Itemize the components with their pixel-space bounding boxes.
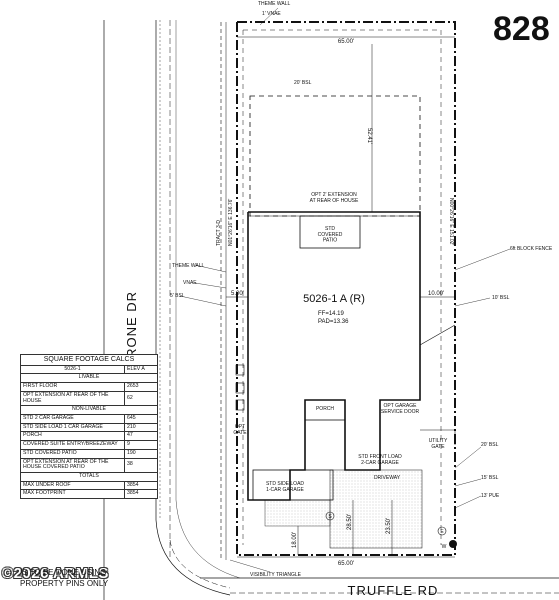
- lot-boundary: [220, 21, 456, 560]
- sqft-row-value: 47: [124, 431, 158, 442]
- sqft-row-value: 3854: [124, 489, 158, 500]
- tract-label: TRACT 3-D: [216, 220, 222, 246]
- sqft-row-value: 210: [124, 422, 158, 433]
- gate-line: [420, 429, 456, 445]
- driveway-area: [329, 469, 423, 549]
- dim-top-width: 65.00': [338, 39, 354, 45]
- dim-d3: 18.00': [292, 532, 298, 548]
- sqft-row-label: STD SIDE LOAD 1 CAR GARAGE: [20, 422, 125, 433]
- dim-right-offset: 10.00': [428, 291, 444, 297]
- dim-d2: 23.50': [386, 518, 392, 534]
- sqft-section-heading: NON-LIVABLE: [20, 405, 158, 415]
- electric-symbol: E: [440, 529, 444, 535]
- sqft-row-label: STD COVERED PATIO: [20, 448, 125, 459]
- front-bsl-label: 15' BSL: [481, 475, 499, 481]
- sqft-row: OPT EXTENSION AT REAR OF THE HOUSE COVER…: [20, 457, 158, 474]
- bearing-left-label: N01°26'16" E 136.76': [228, 199, 234, 246]
- bearing-right-label: N00°26'16" E 151.02': [448, 198, 454, 245]
- sqft-row-value: 2653: [124, 382, 158, 392]
- rear-setback-label: 52.41': [366, 128, 372, 144]
- sqft-row-label: MAX UNDER ROOF: [20, 480, 125, 491]
- dim-left-offset: 5.00': [231, 291, 244, 297]
- pad-elevation: PAD=13.36: [318, 319, 349, 325]
- theme-wall-side-label: THEME WALL: [172, 263, 205, 269]
- copyright-watermark: ©2026 ARMLS: [2, 565, 109, 582]
- dim-d1: 28.50': [347, 514, 353, 530]
- sqft-section-heading: LIVABLE: [20, 373, 158, 384]
- sqft-row-label: PORCH: [20, 431, 125, 442]
- porch-label: PORCH: [316, 406, 334, 412]
- sqft-row-label: COVERED SUITE ENTRY/BREEZEWAY: [20, 440, 125, 450]
- vnae-side-label: VNAE: [183, 280, 197, 286]
- side-bsl-left-label: 5' BSL: [170, 293, 185, 299]
- rear-setback-box: [249, 95, 421, 217]
- walk-area: [264, 499, 331, 527]
- amarone-dr-street-lines: [103, 20, 241, 600]
- sqft-row-value: 190: [124, 448, 158, 459]
- sqft-elev-header: ELEV A: [124, 364, 158, 375]
- block-fence-line: [419, 324, 456, 346]
- square-footage-table: SQUARE FOOTAGE CALCS 5026-1 ELEV A LIVAB…: [20, 354, 158, 500]
- street-label-truffle: TRUFFLE RD: [348, 583, 439, 598]
- dim-bottom-width: 65.00': [338, 561, 354, 567]
- sqft-section-heading: TOTALS: [20, 472, 158, 482]
- sewer-symbol: S: [328, 514, 332, 520]
- sqft-row-value: 38: [124, 457, 158, 474]
- equipment-pads: [235, 364, 245, 411]
- pue-label: 13' PUE: [481, 493, 500, 499]
- sqft-row-value: 9: [124, 440, 158, 450]
- ff-elevation: FF=14.19: [318, 311, 345, 317]
- sqft-row-label: OPT EXTENSION AT REAR OF THE HOUSE COVER…: [20, 457, 125, 474]
- sqft-row-label: OPT EXTENSION AT REAR OF THE HOUSE: [20, 390, 125, 407]
- visibility-triangle-label: VISIBILITY TRIANGLE: [250, 572, 302, 578]
- sqft-table-title: SQUARE FOOTAGE CALCS: [20, 354, 158, 366]
- driveway-label: DRIVEWAY: [374, 475, 401, 481]
- pins-note: IS TO BE DONE USING PROPERTY PINS ONLY: [20, 568, 109, 588]
- vnae-top-label: 1' VNAE: [262, 11, 281, 17]
- sqft-row-value: 645: [124, 414, 158, 424]
- water-symbol: W: [442, 544, 447, 550]
- front-garage-bsl-label: 20' BSL: [481, 442, 499, 448]
- leader-lines: [179, 7, 511, 573]
- sqft-row-label: MAX FOOTPRINT: [20, 489, 125, 500]
- sqft-row-label: FIRST FLOOR: [20, 382, 125, 392]
- theme-wall-top-label: THEME WALL: [258, 1, 291, 7]
- sqft-row-label: STD 2 CAR GARAGE: [20, 414, 125, 424]
- covered-patio: [299, 215, 361, 249]
- rear-bsl-label: 20' BSL: [294, 80, 312, 86]
- survey-symbols: [325, 511, 457, 548]
- sqft-row-value: 3854: [124, 480, 158, 491]
- side-bsl-right-label: 10' BSL: [492, 295, 510, 301]
- house-plan-label: 5026-1 A (R): [303, 293, 365, 305]
- dimension-lines: [226, 36, 455, 558]
- sqft-plan-header: 5026-1: [20, 364, 125, 375]
- block-fence-label: 6ft BLOCK FENCE: [510, 246, 553, 252]
- lot-number: 828: [493, 10, 550, 48]
- copyright-text: 2026 ARMLS: [13, 565, 109, 582]
- sqft-row-value: 62: [124, 390, 158, 407]
- truffle-rd-street-lines: [200, 577, 559, 594]
- porch-box: [304, 399, 346, 421]
